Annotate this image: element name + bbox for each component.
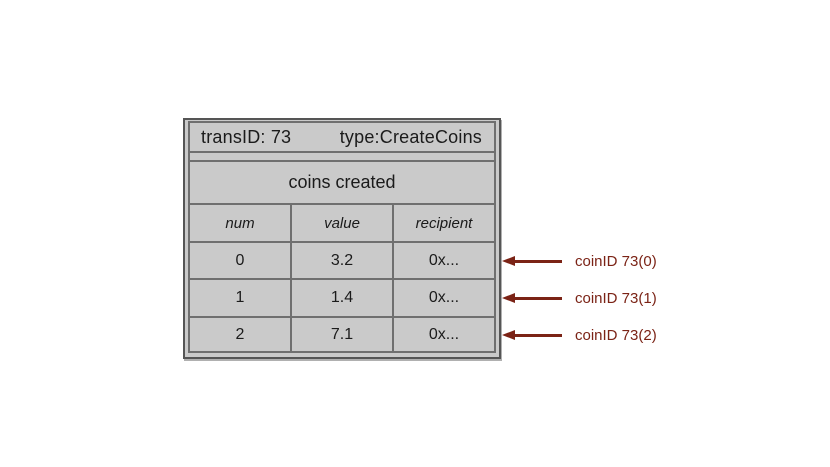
table-cell-recipient-2: 0x...: [394, 318, 494, 351]
coin-annotation-1: coinID 73(1): [502, 289, 657, 307]
table-cell-value-1: 1.4: [292, 280, 392, 316]
table-cell-recipient-0: 0x...: [394, 243, 494, 278]
arrow-left-icon: [502, 293, 515, 303]
column-header-recipient: recipient: [394, 205, 494, 241]
table-cell-num-0: 0: [190, 243, 290, 278]
table-cell-value-2: 7.1: [292, 318, 392, 351]
transaction-panel: transID: 73 type:CreateCoins coins creat…: [183, 118, 501, 359]
coin-id-label-2: coinID 73(2): [575, 326, 657, 344]
transaction-title-bar: transID: 73 type:CreateCoins: [188, 121, 496, 153]
arrow-line: [515, 333, 562, 337]
arrow-line: [515, 259, 562, 263]
section-title-label: coins created: [288, 172, 396, 192]
arrow-left-icon: [502, 330, 515, 340]
arrow-left-icon: [502, 256, 515, 266]
coin-id-label-0: coinID 73(0): [575, 252, 657, 270]
coin-annotation-2: coinID 73(2): [502, 326, 657, 344]
table-cell-recipient-1: 0x...: [394, 280, 494, 316]
coin-annotation-0: coinID 73(0): [502, 252, 657, 270]
table-cell-value-0: 3.2: [292, 243, 392, 278]
table-cell-num-1: 1: [190, 280, 290, 316]
coins-table: num value recipient 0 3.2 0x... 1 1.4 0x…: [188, 203, 496, 353]
trans-type-label: type:CreateCoins: [339, 126, 482, 147]
column-header-value: value: [292, 205, 392, 241]
coin-id-label-1: coinID 73(1): [575, 289, 657, 307]
table-cell-num-2: 2: [190, 318, 290, 351]
arrow-line: [515, 296, 562, 300]
column-header-num: num: [190, 205, 290, 241]
trans-id-label: transID: 73: [201, 126, 292, 147]
coins-created-header: coins created: [188, 160, 496, 205]
